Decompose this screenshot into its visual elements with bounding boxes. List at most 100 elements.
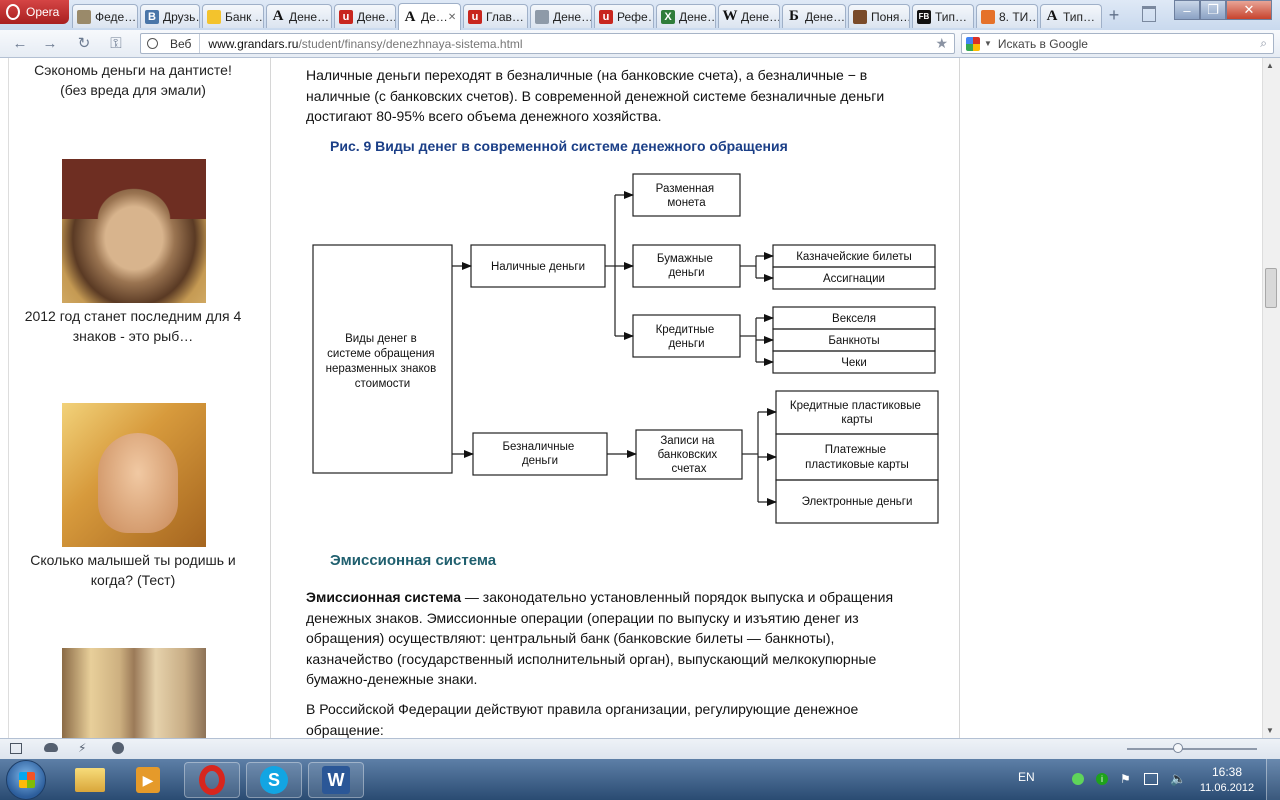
tray-volume-icon[interactable]: 🔈 (1170, 771, 1187, 786)
tab-12[interactable]: Б Дене… (782, 4, 846, 28)
tab-3[interactable]: Банк … (202, 4, 264, 28)
scrollbar-thumb[interactable] (1265, 268, 1277, 308)
clock-date[interactable]: 11.06.2012 (1199, 782, 1255, 794)
smi-icon (535, 9, 549, 24)
tab-label: Друзь… (163, 9, 199, 24)
maximize-button[interactable]: ❐ (1200, 0, 1226, 20)
word-icon: W (322, 766, 350, 794)
label-paper: Бумажные деньги (657, 253, 716, 279)
tab-label: Дене… (741, 9, 780, 24)
scroll-up-arrow-icon[interactable]: ▲ (1266, 61, 1274, 70)
tab-7[interactable]: u Глав… (463, 4, 528, 28)
label-bills: Векселя (832, 313, 876, 325)
tab-15[interactable]: 8. ТИ… (976, 4, 1038, 28)
turbo-icon[interactable]: ⚡ (78, 741, 87, 755)
key-icon[interactable]: ⚿ (110, 34, 122, 52)
back-icon[interactable]: ← (12, 34, 28, 52)
tab-label: Дене… (289, 9, 330, 24)
ad-1-text[interactable]: Сэкономь деньги на дантисте! (без вреда … (34, 62, 232, 98)
section-heading: Эмиссионная система (330, 552, 497, 569)
search-engine-dropdown-icon[interactable]: ▼ (984, 39, 992, 48)
language-indicator[interactable]: EN (1018, 770, 1035, 784)
box-noncash (472, 432, 608, 476)
search-icon[interactable]: ⌕ (1260, 36, 1267, 50)
article-right-border (959, 58, 960, 738)
tab-1[interactable]: Феде… (72, 4, 138, 28)
taskbar-opera[interactable] (184, 762, 240, 798)
letter-a-icon: A (404, 8, 416, 25)
tab-8[interactable]: Дене… (530, 4, 592, 28)
clock-time[interactable]: 16:38 (1211, 765, 1243, 779)
label-payment-cards: Платежные пластиковые карты (805, 444, 909, 471)
zoom-slider[interactable] (1127, 743, 1257, 753)
tab-label: Дене… (805, 9, 846, 24)
vertical-scrollbar[interactable]: ▲ ▼ (1262, 58, 1280, 738)
speed-dial-icon[interactable] (112, 742, 124, 754)
taskbar-skype[interactable]: S (246, 762, 302, 798)
opera-menu-button[interactable]: Opera (0, 0, 69, 24)
red-u-icon: u (468, 9, 482, 24)
show-desktop-button[interactable] (1266, 759, 1280, 800)
red-u-icon: u (599, 9, 613, 24)
bookmark-star-icon[interactable]: ★ (935, 35, 948, 51)
trash-icon[interactable] (1142, 6, 1156, 22)
definition-paragraph: Эмиссионная система — законодательно уст… (306, 587, 916, 690)
red-u-icon: u (339, 9, 353, 24)
opera-logo-icon (6, 4, 20, 20)
forward-icon[interactable]: → (42, 34, 58, 52)
address-bar[interactable]: Веб www.grandars.ru/student/finansy/dene… (140, 33, 955, 54)
address-url[interactable]: www.grandars.ru/student/finansy/denezhna… (200, 37, 522, 51)
search-input[interactable]: Искать в Google (997, 36, 1088, 51)
ad-2-text[interactable]: 2012 год станет последним для 4 знаков -… (24, 308, 242, 344)
label-money-types: Виды денег в системе обращения неразменн… (326, 333, 440, 390)
person-icon (853, 9, 867, 24)
minimize-button[interactable]: – (1174, 0, 1200, 20)
tab-label: Банк … (225, 9, 264, 24)
bank-icon (207, 9, 221, 24)
box-credit-cards (775, 390, 939, 435)
letter-b-icon: Б (789, 8, 799, 24)
start-button[interactable] (6, 760, 46, 800)
color-x-icon: X (661, 9, 675, 24)
tray-flag-icon[interactable]: ⚑ (1120, 772, 1131, 786)
taskbar-word[interactable]: W (308, 762, 364, 798)
tab-13[interactable]: Поня… (848, 4, 910, 28)
tray-info-icon[interactable]: i (1096, 773, 1108, 785)
taskbar-explorer[interactable] (62, 762, 118, 798)
ad-2-image[interactable] (62, 159, 206, 303)
zoom-slider-thumb[interactable] (1173, 743, 1183, 753)
search-box[interactable]: ▼ Искать в Google ⌕ (961, 33, 1274, 54)
opera-menu-label: Opera (26, 5, 60, 19)
address-web-badge[interactable]: Веб (141, 34, 201, 53)
tab-label: Поня… (871, 9, 910, 24)
taskbar-media-player[interactable]: ▶ (120, 762, 176, 798)
article-left-border (270, 58, 271, 738)
close-tab-icon[interactable]: ✕ (447, 11, 457, 23)
opera-unite-icon[interactable] (44, 743, 58, 752)
ad-4-image[interactable] (62, 648, 206, 738)
tray-network-icon[interactable] (1144, 773, 1158, 785)
ad-3-image[interactable] (62, 403, 206, 547)
label-coin: Разменная монета (656, 183, 718, 209)
scroll-down-arrow-icon[interactable]: ▼ (1266, 726, 1274, 735)
reload-icon[interactable]: ↻ (77, 35, 91, 52)
ad-3-text[interactable]: Сколько малышей ты родишь и когда? (Тест… (30, 552, 236, 588)
panel-toggle-icon[interactable] (10, 743, 22, 754)
tab-5[interactable]: u Дене… (334, 4, 396, 28)
new-tab-button[interactable]: + (1108, 5, 1120, 25)
tray-green-icon[interactable] (1072, 773, 1084, 785)
opera-icon (199, 765, 225, 795)
label-records: Записи на банковских счетах (658, 435, 721, 475)
status-bar: ⚡ (0, 738, 1280, 760)
tab-label: Дене… (357, 9, 396, 24)
close-window-button[interactable]: ✕ (1226, 0, 1272, 20)
tab-label: Глав… (486, 9, 524, 24)
